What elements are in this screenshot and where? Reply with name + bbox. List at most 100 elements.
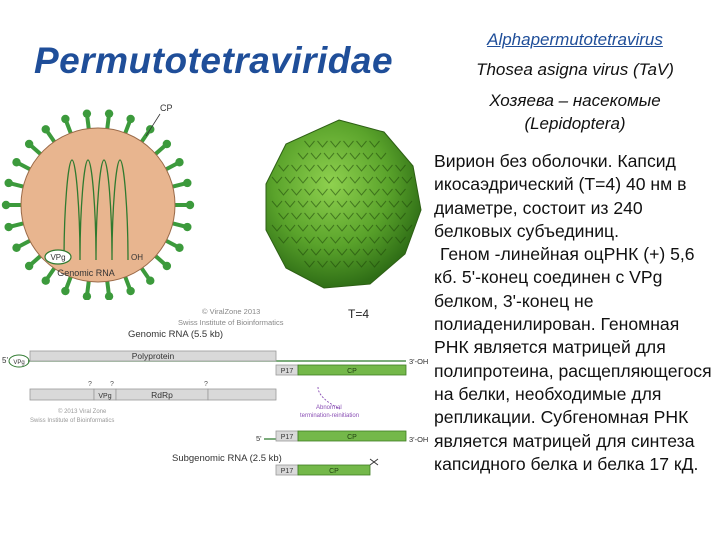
question-mark-2: ? bbox=[110, 381, 114, 388]
capsid-subunit bbox=[271, 224, 283, 232]
capsid-spike-head bbox=[41, 125, 50, 134]
capsid-subunit bbox=[349, 200, 361, 208]
hosts-text: Хозяева – насекомые (Lepidoptera) bbox=[440, 89, 710, 135]
small-credit-2: Swiss Institute of Bioinformatics bbox=[30, 418, 114, 424]
cleavage-scissors-icon-2 bbox=[369, 458, 379, 466]
capsid-spike-head bbox=[41, 276, 50, 285]
subgenomic-rna-title: Subgenomic RNA (2.5 kb) bbox=[172, 453, 282, 464]
capsid-subunit bbox=[401, 200, 413, 208]
capsid-subunit bbox=[356, 140, 367, 148]
capsid-spike-head bbox=[104, 109, 114, 118]
capsid-subunit bbox=[304, 164, 315, 172]
hosts-line-1: Хозяева – насекомые bbox=[489, 91, 661, 110]
capsid-spike-head bbox=[1, 200, 11, 210]
capsid-subunit bbox=[330, 140, 341, 148]
capsid-subunit bbox=[349, 152, 361, 160]
capsid-subunit bbox=[375, 200, 387, 208]
capsid-subunit bbox=[336, 152, 348, 160]
genomic-rna-coil bbox=[63, 159, 129, 261]
capsid-subunit bbox=[395, 236, 406, 244]
question-mark-3: ? bbox=[204, 381, 208, 388]
capsid-subunit bbox=[375, 248, 387, 256]
capsid-subunit bbox=[317, 164, 328, 172]
cp-pointer bbox=[145, 113, 161, 137]
cp-label-1: CP bbox=[347, 368, 357, 375]
capsid-subunit bbox=[310, 200, 322, 208]
vpg-protein-label: VPg bbox=[98, 393, 111, 400]
capsid-subunit bbox=[317, 260, 328, 268]
capsid-spike-head bbox=[24, 139, 34, 149]
abnormal-note-1: Abnormal bbox=[316, 405, 342, 411]
capsid-subunit bbox=[349, 224, 361, 232]
capsid-diagram: T=4 bbox=[265, 119, 422, 318]
capsid-subunits bbox=[271, 140, 413, 268]
capsid-subunit bbox=[343, 140, 354, 148]
question-mark-1: ? bbox=[88, 381, 92, 388]
capsid-spike-head bbox=[175, 243, 184, 252]
p17-label-1: P17 bbox=[281, 368, 294, 375]
capsid-subunit bbox=[291, 188, 302, 196]
polyprotein-label: Polyprotein bbox=[132, 351, 175, 361]
capsid-subunit bbox=[343, 164, 354, 172]
capsid-subunit bbox=[395, 164, 406, 172]
capsid-subunit bbox=[323, 152, 335, 160]
oh-label: OH bbox=[131, 253, 143, 262]
capsid-subunit bbox=[304, 212, 315, 220]
virion-diagram: VPg OH Genomic RNA CP bbox=[1, 103, 195, 300]
capsid-subunit bbox=[310, 176, 322, 184]
cp-box-3 bbox=[297, 464, 371, 476]
capsid-subunit bbox=[284, 224, 296, 232]
capsid-subunit bbox=[382, 164, 393, 172]
p17-label-2: P17 bbox=[281, 434, 294, 441]
capsid-subunit bbox=[356, 236, 367, 244]
capsid-subunit bbox=[388, 176, 400, 184]
capsid-subunit bbox=[330, 212, 341, 220]
hosts-line-2: (Lepidoptera) bbox=[524, 114, 626, 133]
capsid-subunit bbox=[336, 224, 348, 232]
genomic-rna-label: Genomic RNA bbox=[57, 268, 115, 278]
capsid-subunit bbox=[278, 212, 289, 220]
three-prime-oh-label-2: 3'-OH bbox=[409, 435, 428, 444]
capsid-spike-head bbox=[183, 222, 192, 232]
unknown-box-2 bbox=[207, 388, 277, 401]
p17-label-3: P17 bbox=[281, 468, 294, 475]
capsid-subunit bbox=[336, 248, 348, 256]
capsid-subunit bbox=[297, 248, 309, 256]
capsid-subunit bbox=[297, 152, 309, 160]
vpg-marker bbox=[44, 249, 72, 265]
capsid-spike-head bbox=[185, 200, 195, 210]
capsid-spike-head bbox=[12, 243, 21, 252]
capsid-subunit bbox=[362, 248, 374, 256]
capsid-subunit bbox=[343, 236, 354, 244]
capsid-subunit bbox=[336, 176, 348, 184]
cp-box-2 bbox=[297, 430, 407, 442]
five-prime-label-2: 5' bbox=[256, 434, 262, 443]
capsid-subunit bbox=[330, 236, 341, 244]
capsid-subunit bbox=[323, 224, 335, 232]
genus-name: Alphapermutotetravirus bbox=[487, 30, 663, 49]
capsid-subunit bbox=[388, 200, 400, 208]
capsid-subunit bbox=[362, 224, 374, 232]
capsid-subunit bbox=[375, 152, 387, 160]
capsid-subunit bbox=[278, 236, 289, 244]
capsid-subunit bbox=[323, 248, 335, 256]
capsid-subunit bbox=[356, 260, 367, 268]
capsid-subunit bbox=[362, 152, 374, 160]
capsid-spike-head bbox=[104, 292, 114, 300]
capsid-subunit bbox=[317, 140, 328, 148]
capsid-spike-head bbox=[12, 158, 21, 167]
capsid-subunit bbox=[297, 176, 309, 184]
capsid-subunit bbox=[310, 224, 322, 232]
capsid-spike-head bbox=[183, 178, 192, 188]
capsid-subunit bbox=[317, 188, 328, 196]
genome-map: Genomic RNA (5.5 kb) 5' VPg 3'-OH Polypr… bbox=[2, 329, 428, 476]
capsid-subunit bbox=[304, 140, 315, 148]
capsid-subunit bbox=[317, 236, 328, 244]
capsid-spike-head bbox=[126, 286, 135, 296]
capsid-subunit bbox=[278, 188, 289, 196]
capsid-subunit bbox=[356, 164, 367, 172]
capsid-subunit bbox=[284, 176, 296, 184]
capsid-subunit bbox=[349, 176, 361, 184]
capsid-subunit bbox=[310, 152, 322, 160]
capsid-shape bbox=[265, 119, 422, 289]
